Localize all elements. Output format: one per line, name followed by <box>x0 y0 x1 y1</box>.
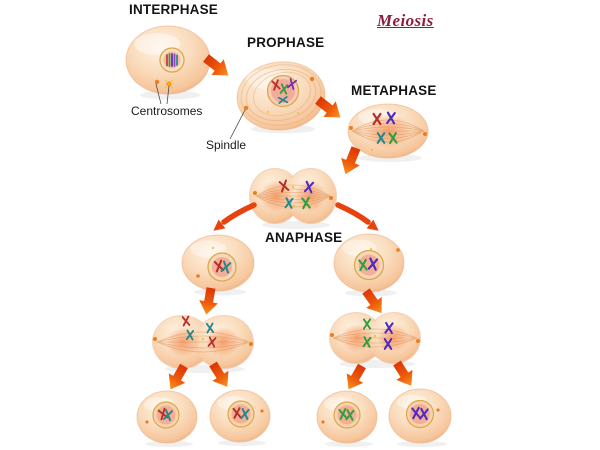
prophase-cell <box>229 61 326 140</box>
centrosome-dot <box>416 339 420 343</box>
centrosome-dot <box>196 274 200 278</box>
centrosome-dot <box>249 342 253 346</box>
left-daughter-cell <box>181 234 255 296</box>
label-metaphase: METAPHASE <box>351 83 437 98</box>
right-dividing-cell <box>329 312 421 368</box>
final-cell-1 <box>136 390 198 447</box>
centrosome-dot <box>396 248 400 252</box>
right-daughter-cell <box>333 233 405 297</box>
final-cell-4 <box>388 388 452 447</box>
final-cell-3 <box>316 390 378 447</box>
metaphase-cell <box>347 103 429 162</box>
spindle-fibers <box>156 331 250 353</box>
spindle-fibers <box>255 184 331 208</box>
centrosome-dot <box>309 76 315 82</box>
centrosome-dot <box>330 333 334 337</box>
centrosome-dot <box>145 420 149 424</box>
centrosome-dot <box>423 132 427 136</box>
anaphase-one-dividing-cell <box>249 168 337 229</box>
centrosome-dot <box>349 126 353 130</box>
centrosome-dot <box>153 337 157 341</box>
label-interphase: INTERPHASE <box>129 2 219 17</box>
centrosomes <box>154 79 174 89</box>
interphase-cell <box>125 25 211 105</box>
label-centrosomes: Centrosomes <box>131 104 203 118</box>
label-anaphase: ANAPHASE <box>265 230 343 245</box>
centrosome-pointer-lines <box>155 83 170 105</box>
spindle-fibers <box>240 64 322 126</box>
arrow-split-left <box>213 202 257 231</box>
centrosome-dot <box>436 408 440 412</box>
centrosome-dot <box>260 409 264 413</box>
arrow-split-right <box>335 202 379 231</box>
centrosome-dot <box>243 105 249 111</box>
left-dividing-cell <box>152 315 254 373</box>
label-spindle: Spindle <box>206 138 247 152</box>
spindle-fibers <box>332 328 418 348</box>
centrosome-dot <box>321 420 325 424</box>
chromatin-strands <box>166 53 178 67</box>
spindle-pointer-line <box>229 109 246 140</box>
centrosome-dot <box>329 196 333 200</box>
label-prophase: PROPHASE <box>247 35 325 50</box>
diagram-title: Meiosis <box>377 11 434 30</box>
centrosome-dot <box>253 191 257 195</box>
final-cell-2 <box>209 389 271 446</box>
